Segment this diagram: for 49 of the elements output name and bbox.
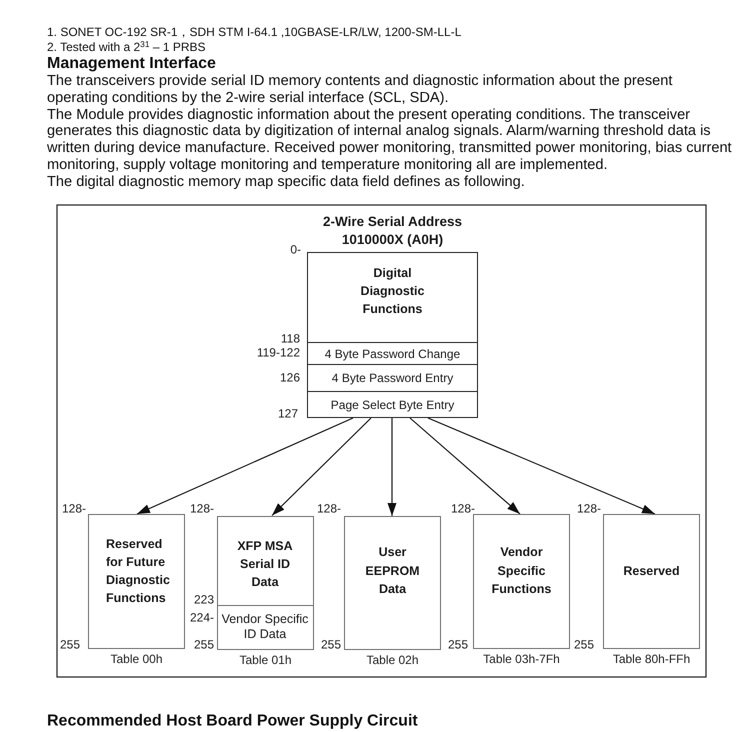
arrow [388, 418, 396, 516]
address-offset: 255 [320, 638, 341, 652]
memory-table [88, 514, 185, 649]
address-offset: 255 [60, 638, 80, 652]
footnote-text: 2. Tested with a 2$^{31}$ – 1 PRBS [47, 40, 206, 55]
address-offset: 224- [190, 610, 214, 626]
paragraph-text: The digital diagnostic memory map specific data field defines as following. [47, 174, 525, 191]
memory-table [344, 516, 441, 650]
table-caption: Table 02h [366, 653, 419, 668]
paragraph-text: The transceivers provide serial ID memory contents and diagnostic information about the present operating conditions by the 2-wire serial interface (SCL, SDA). [47, 73, 674, 107]
memory-table [603, 514, 700, 649]
address-offset: 128- [450, 502, 475, 516]
address-offset: 128- [190, 502, 214, 516]
arrow [428, 418, 656, 514]
footnote-text: 1. SONET OC-192 SR-1，SDH STM I-64.1 ,10GBASE-LR/LW, 1200-SM-LL-L [47, 25, 462, 40]
table-label: Reserved [623, 563, 680, 580]
address-offset: 0- [290, 242, 301, 258]
arrow [410, 418, 520, 514]
address-offset: 128- [316, 502, 341, 516]
table-label: Vendor Specific Functions [490, 544, 552, 598]
section-heading: Recommended Host Board Power Supply Circuit [47, 714, 418, 728]
address-offset: 127 [278, 406, 298, 422]
paragraph-text: The Module provides diagnostic information about the present operating conditions. The transceiver generates this diagnostic data by digitization of internal analog signals. Alarm/warning threshold data is written during device manufacture. Received power monitoring, transmitted power monitoring, bias current monitoring, supply voltage monitoring and temperature monitoring all are implemented. [47, 106, 733, 174]
arrow [272, 418, 372, 516]
memory-table [473, 514, 570, 649]
section-heading: Management Interface [47, 55, 216, 73]
region-label: Page Select Byte Entry [330, 396, 454, 412]
region-label: 4 Byte Password Entry [332, 370, 454, 386]
address-offset: 128- [576, 502, 601, 516]
region-label: Digital Diagnostic Functions [360, 265, 426, 318]
table-label: Reserved for Future Diagnostic Functions [106, 536, 171, 607]
table-label: Vendor Specific ID Data [220, 612, 310, 642]
address-offset: 255 [194, 638, 214, 652]
address-offset: 255 [448, 638, 468, 652]
table-caption: Table 01h [239, 653, 292, 668]
table-label: User EEPROM Data [364, 544, 421, 598]
address-offset: 128- [62, 502, 86, 516]
table-label: XFP MSA Serial ID Data [236, 538, 294, 590]
table-caption: Table 80h-FFh [612, 652, 690, 667]
address-offset: 118 [280, 332, 300, 346]
address-offset: 255 [574, 638, 594, 652]
arrow [136, 418, 354, 514]
table-caption: Table 03h-7Fh [483, 652, 560, 667]
address-heading: 2-Wire Serial Address 1010000X (A0H) [322, 213, 463, 249]
region-label: 4 Byte Password Change [324, 346, 460, 362]
table-caption: Table 00h [110, 652, 163, 667]
address-offset: 223 [194, 592, 214, 608]
address-offset: 126 [280, 370, 300, 386]
address-offset: 119-122 [256, 346, 300, 360]
